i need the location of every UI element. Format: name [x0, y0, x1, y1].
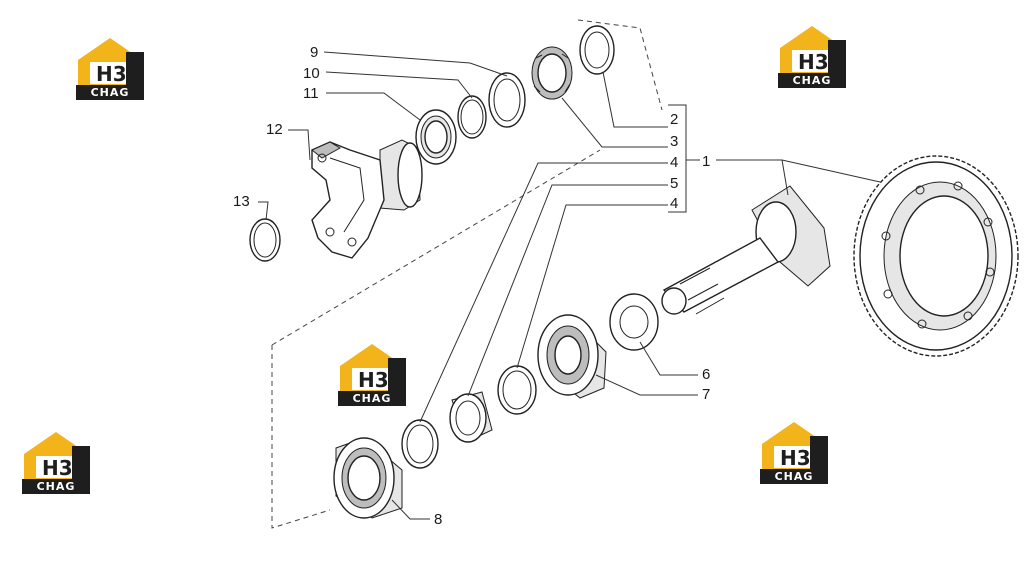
logo-word: CHAG: [22, 479, 90, 494]
logo-code: H3: [96, 62, 127, 86]
house-icon: H3: [780, 26, 846, 74]
callout-13: 13: [233, 193, 250, 210]
leader-2: [602, 71, 668, 128]
part-13-snap-ring: [249, 218, 281, 262]
part-12-yoke-flange: [311, 139, 423, 259]
leader-9: [323, 51, 508, 77]
leader-6: [639, 341, 698, 376]
leader-3: [561, 97, 668, 148]
part-8-bearing-cup: [333, 437, 403, 519]
callout-2: 2: [670, 111, 678, 128]
leader-7: [595, 374, 698, 396]
leader-4-a: [419, 162, 668, 423]
logo-code: H3: [798, 50, 829, 74]
leader-13: [258, 201, 269, 221]
leader-1-pinion: [781, 159, 789, 196]
part-4-spacer-ring-b: [497, 365, 537, 415]
callout-4-b: 4: [670, 195, 678, 212]
callout-8: 8: [434, 511, 442, 528]
part-5-collapsible-spacer: [449, 391, 493, 443]
callout-1: 1: [702, 153, 710, 170]
leader-4-b: [516, 204, 668, 369]
part-6-shim: [609, 293, 659, 351]
logo-word: CHAG: [760, 469, 828, 484]
part-9-washer: [488, 72, 526, 128]
logo-code: H3: [358, 368, 389, 392]
callout-bracket: [668, 104, 687, 213]
callout-4-a: 4: [670, 154, 678, 171]
watermark-logo: H3 CHAG: [76, 36, 148, 104]
leader-5: [467, 184, 668, 397]
watermark-logo: H3 CHAG: [778, 24, 850, 92]
callout-5: 5: [670, 175, 678, 192]
part-7-bearing: [537, 314, 607, 399]
house-icon: H3: [762, 422, 828, 470]
part-4-spacer-ring-a: [401, 419, 439, 469]
callout-6: 6: [702, 366, 710, 383]
callout-10: 10: [303, 65, 320, 82]
house-icon: H3: [24, 432, 90, 480]
callout-9: 9: [310, 44, 318, 61]
house-icon: H3: [340, 344, 406, 392]
callout-11: 11: [303, 85, 319, 102]
part-2-lock-washer: [579, 25, 615, 75]
callout-7: 7: [702, 386, 710, 403]
house-icon: H3: [78, 38, 144, 86]
logo-word: CHAG: [76, 85, 144, 100]
part-11-seal: [415, 109, 457, 165]
logo-word: CHAG: [338, 391, 406, 406]
logo-word: CHAG: [778, 73, 846, 88]
callout-12: 12: [266, 121, 283, 138]
leader-11: [326, 92, 421, 121]
part-1-pinion-ring-gear: [661, 155, 1019, 357]
callout-3: 3: [670, 133, 678, 150]
leader-12: [288, 129, 311, 161]
leader-1-ring-gear: [716, 159, 881, 183]
logo-code: H3: [780, 446, 811, 470]
assembly-boundary: [271, 19, 663, 529]
watermark-logo: H3 CHAG: [22, 430, 94, 498]
part-3-slotted-nut: [531, 46, 573, 100]
watermark-logo: H3 CHAG: [760, 420, 832, 488]
part-10-o-ring: [457, 95, 487, 139]
leader-8: [391, 499, 430, 520]
watermark-logo: H3 CHAG: [338, 342, 410, 410]
logo-code: H3: [42, 456, 73, 480]
leader-10: [325, 71, 473, 99]
